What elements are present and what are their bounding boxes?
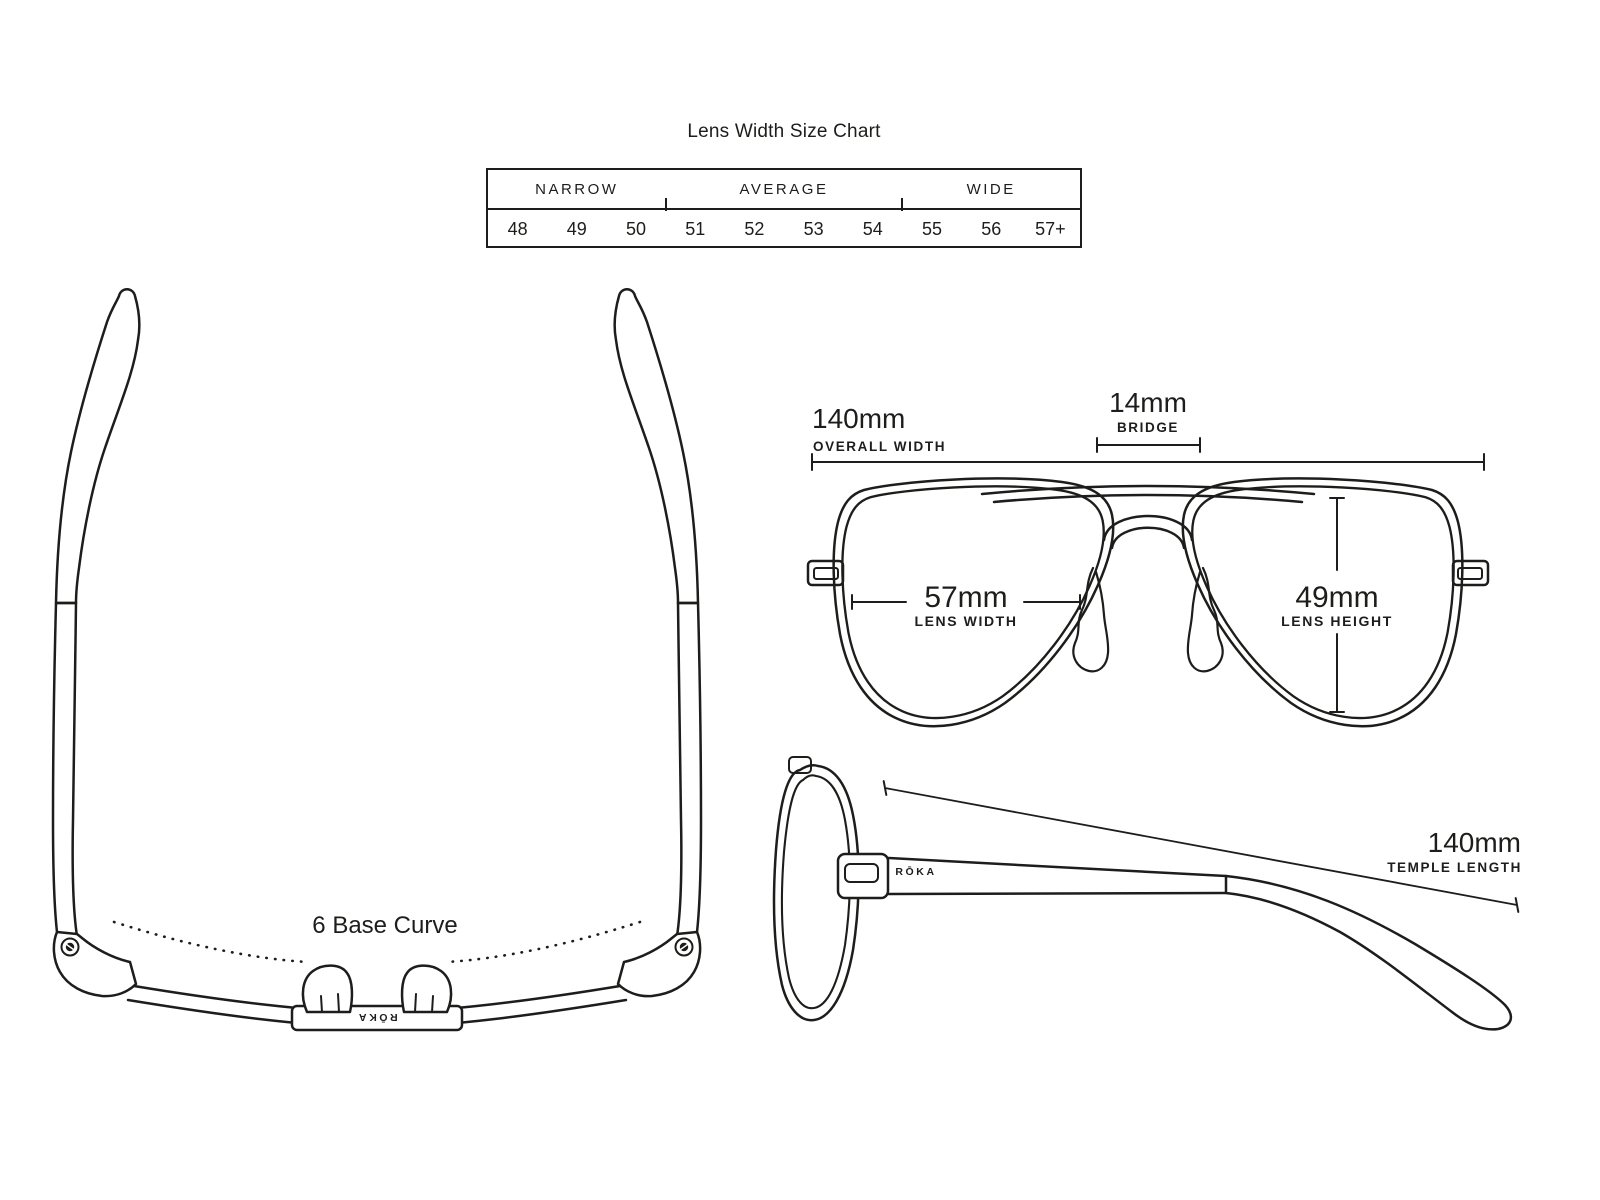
overall-width-value: 140mm xyxy=(812,403,905,434)
size-value: 53 xyxy=(803,218,824,239)
top-view: RŌKA 6 Base Curve xyxy=(51,287,703,1032)
lens-height-measure xyxy=(1329,497,1345,713)
lens-height-value: 49mm xyxy=(1295,581,1378,614)
lens-width-size-table: NARROW AVERAGE WIDE 48 49 50 51 52 53 54… xyxy=(486,168,1082,248)
temple-length-value: 140mm xyxy=(1428,827,1521,858)
size-value: 48 xyxy=(507,218,528,239)
side-view: RŌKA 140mm TEMPLE LENGTH xyxy=(772,756,1522,1031)
screw-slit xyxy=(65,943,75,951)
temple-arm-side xyxy=(886,856,1228,896)
size-value: 51 xyxy=(685,218,706,239)
nose-bridge xyxy=(1102,514,1194,550)
size-value: 52 xyxy=(744,218,765,239)
nose-pad-front-view xyxy=(1072,566,1110,673)
temple-outline xyxy=(54,288,141,605)
brow-bar xyxy=(980,484,1316,504)
top-view-left-half xyxy=(51,288,379,1030)
size-category-average: AVERAGE xyxy=(739,180,829,198)
temple-length-label: TEMPLE LENGTH xyxy=(1387,860,1522,875)
lens-height-label: LENS HEIGHT xyxy=(1281,613,1393,629)
size-chart-title: Lens Width Size Chart xyxy=(687,121,881,142)
size-value: 54 xyxy=(862,218,883,239)
lens-front-view xyxy=(832,477,1115,728)
size-value: 55 xyxy=(922,218,943,239)
lens-width-label: LENS WIDTH xyxy=(914,613,1017,629)
category-divider-tick xyxy=(664,198,667,211)
size-value: 49 xyxy=(566,218,587,239)
temple-tip-outline xyxy=(51,601,79,942)
overall-width-label: OVERALL WIDTH xyxy=(813,439,946,454)
lens-width-measure xyxy=(851,594,1081,610)
lens-side-profile-inner xyxy=(780,774,851,1010)
bridge-measure xyxy=(1096,437,1201,453)
hinge-block-slot xyxy=(844,863,879,883)
bridge-label: BRIDGE xyxy=(1117,420,1179,435)
overall-width-measure xyxy=(811,453,1485,471)
lens-curve-dotted-arc xyxy=(112,920,309,964)
size-value: 56 xyxy=(981,218,1002,239)
lens-side-profile-outer xyxy=(772,763,860,1022)
brand-logo-upside-down: RŌKA xyxy=(356,1011,397,1023)
size-category-narrow: NARROW xyxy=(535,180,619,198)
size-value: 57+ xyxy=(1035,218,1066,239)
size-table-header-row: NARROW AVERAGE WIDE xyxy=(488,170,1080,208)
temple-tip-side xyxy=(1224,874,1513,1031)
nose-pad-top-view xyxy=(301,964,354,1014)
nose-pad-top-view xyxy=(400,964,453,1014)
lens-width-value: 57mm xyxy=(924,581,1007,614)
size-value: 50 xyxy=(625,218,647,239)
temple-length-measure xyxy=(882,780,1520,913)
hinge-tab-slot xyxy=(813,567,839,580)
category-divider-tick xyxy=(901,198,904,211)
bridge-value: 14mm xyxy=(1109,387,1187,418)
size-category-wide: WIDE xyxy=(966,180,1016,198)
brand-logo-side: RŌKA xyxy=(895,866,936,878)
front-view: 140mm OVERALL WIDTH 14mm BRIDGE xyxy=(806,387,1490,728)
base-curve-label: 6 Base Curve xyxy=(312,912,457,939)
size-table-values-row: 48 49 50 51 52 53 54 55 56 57+ xyxy=(488,208,1080,248)
